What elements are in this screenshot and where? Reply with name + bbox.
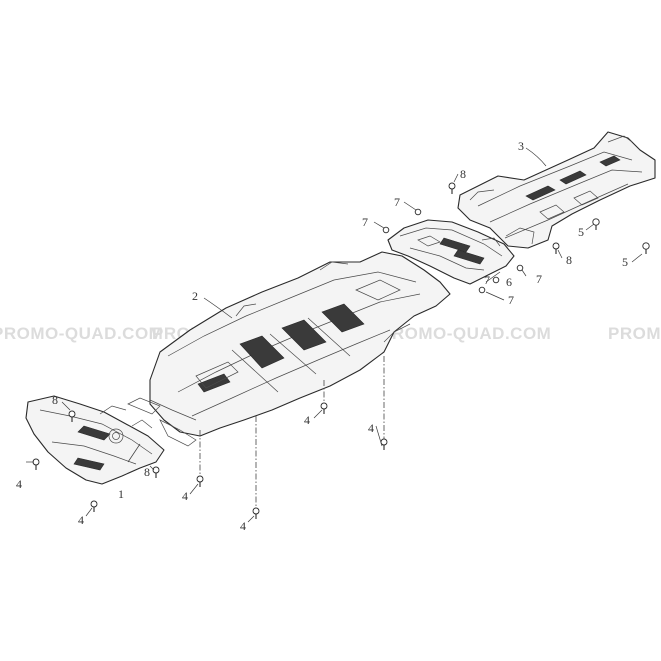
callout-8-rear-top: 8	[460, 167, 466, 181]
bolt-7-c	[516, 264, 524, 272]
callout-4-center-a: 4	[182, 489, 188, 503]
bolt-7-b	[382, 226, 390, 234]
watermark-right: PROMO-QUAD.COM	[608, 324, 661, 343]
watermark-left: PROMO-QUAD.COM	[0, 324, 163, 343]
callout-6: 6	[506, 275, 512, 289]
bolt-7-d	[478, 286, 486, 294]
callout-4-front-left: 4	[16, 477, 22, 491]
callout-5-b: 5	[622, 255, 628, 269]
bolt-8-rear-right	[552, 242, 560, 254]
callout-8-front-top: 8	[52, 393, 58, 407]
part-2-main-skid-plate	[127, 251, 451, 447]
callout-7-b: 7	[362, 215, 368, 229]
bolt-4-front-left	[32, 458, 40, 470]
callout-labels: 1 2 3 4 4 4 4 4 4 5 5 6 7 7 7 7 7 8 8 8 …	[16, 139, 628, 533]
fasteners	[32, 182, 650, 519]
callout-7-c: 7	[536, 272, 542, 286]
bolt-4-front-bottom	[90, 500, 98, 512]
assembly-lines	[199, 356, 385, 508]
bolt-8-front-top	[68, 410, 76, 422]
bolt-8-rear-top	[448, 182, 456, 194]
callout-7-e: 7	[484, 273, 490, 287]
callout-7-a: 7	[394, 195, 400, 209]
bolt-5-a	[592, 218, 600, 230]
callout-3: 3	[518, 139, 524, 153]
bolt-5-b	[642, 242, 650, 254]
bolt-4-center-c	[320, 402, 328, 414]
watermark-center-right: PROMO-QUAD.COM	[380, 324, 551, 343]
callout-4-center-b: 4	[240, 519, 246, 533]
callout-4-center-d: 4	[368, 421, 374, 435]
callout-4-center-c: 4	[304, 413, 310, 427]
callout-4-front-bottom: 4	[78, 513, 84, 527]
callout-8-rear-right: 8	[566, 253, 572, 267]
part-3-rear-skid-plate	[457, 131, 656, 249]
callout-5-a: 5	[578, 225, 584, 239]
bolt-7-e	[492, 276, 500, 284]
callout-1: 1	[118, 487, 124, 501]
bolt-4-center-b	[252, 507, 260, 519]
part-1-front-skid-plate	[25, 395, 165, 485]
part-6-middle-skid-plate	[387, 219, 515, 285]
leader-lines	[26, 147, 643, 523]
callout-2: 2	[192, 289, 198, 303]
bolt-7-a	[414, 208, 422, 216]
bolt-4-center-a	[196, 475, 204, 487]
bolt-8-front-right	[152, 466, 160, 478]
callout-8-front-right: 8	[144, 465, 150, 479]
callout-7-d: 7	[508, 293, 514, 307]
